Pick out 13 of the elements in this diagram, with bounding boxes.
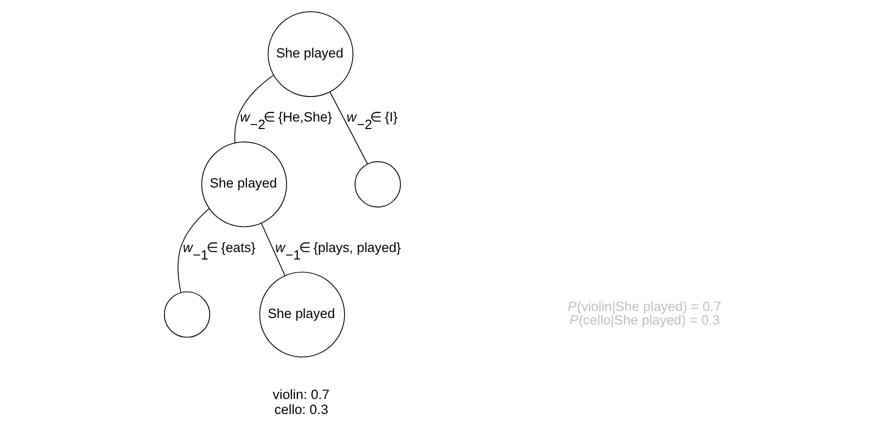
node-circle: She played	[259, 272, 345, 358]
node-circle	[164, 291, 210, 338]
node-circle: She played	[268, 11, 354, 97]
connector	[330, 92, 368, 164]
node-label: cello: 0.3	[274, 402, 328, 417]
connector	[261, 222, 286, 276]
node-label: violin: 0.7	[272, 386, 330, 402]
label: P(violin|She played) = 0.7	[568, 299, 722, 314]
node-circle	[354, 161, 401, 208]
connector	[234, 74, 274, 144]
connector	[178, 208, 210, 294]
node-circle: She played	[201, 141, 288, 228]
label: P(cello|She played) = 0.3	[569, 312, 720, 328]
